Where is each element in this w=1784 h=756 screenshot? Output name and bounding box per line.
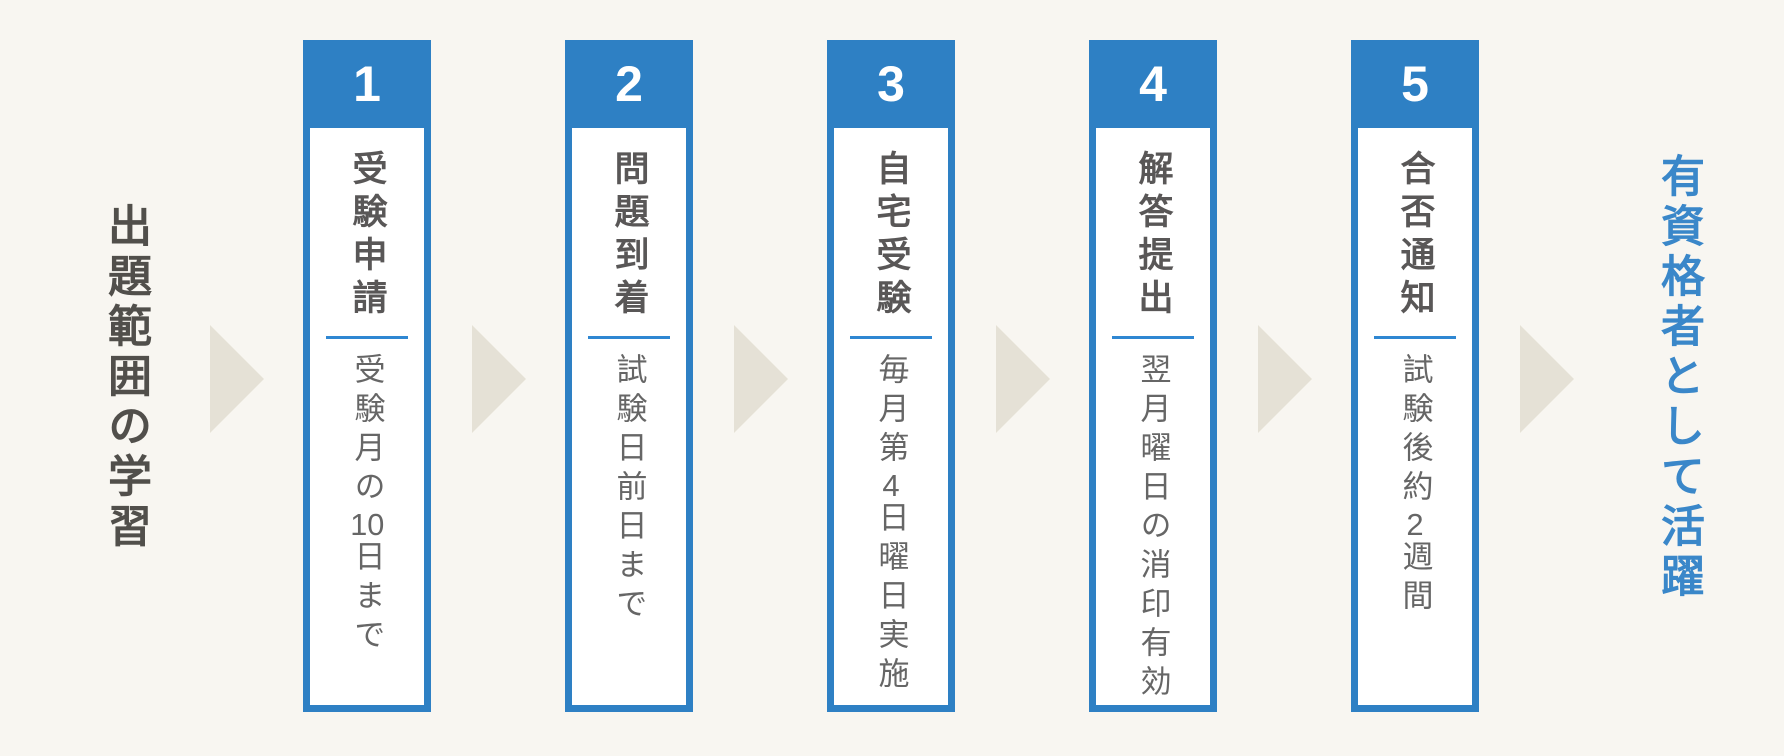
step-number: 1 <box>353 56 381 112</box>
step-title: 受験申請 <box>347 150 387 322</box>
right-arrow-icon <box>1258 325 1312 433</box>
right-arrow-icon <box>472 325 526 433</box>
step-number: 5 <box>1401 56 1429 112</box>
step-title: 解答提出 <box>1133 150 1173 322</box>
step-subtitle: 試験後約2週間 <box>1397 353 1433 618</box>
title-divider <box>326 336 408 339</box>
right-arrow-icon <box>210 325 264 433</box>
step-card-2: 2 問題到着 試験日前日まで <box>565 40 693 712</box>
step-title: 問題到着 <box>609 150 649 322</box>
start-label: 出題範囲の学習 <box>101 203 150 553</box>
step-card-body: 自宅受験 毎月第4日曜日実施 <box>834 128 948 705</box>
step-card-5: 5 合否通知 試験後約2週間 <box>1351 40 1479 712</box>
right-arrow-icon <box>996 325 1050 433</box>
step-number-badge: 3 <box>827 40 955 128</box>
step-card-4: 4 解答提出 翌月曜日の消印有効 <box>1089 40 1217 712</box>
step-subtitle: 試験日前日まで <box>611 353 647 626</box>
right-arrow-icon <box>734 325 788 433</box>
step-number-badge: 2 <box>565 40 693 128</box>
step-number-badge: 1 <box>303 40 431 128</box>
step-subtitle: 毎月第4日曜日実施 <box>873 353 909 696</box>
title-divider <box>1374 336 1456 339</box>
step-subtitle: 受験月の10日まで <box>349 353 385 657</box>
step-card-1: 1 受験申請 受験月の10日まで <box>303 40 431 712</box>
step-title: 自宅受験 <box>871 150 911 322</box>
title-divider <box>1112 336 1194 339</box>
step-card-body: 合否通知 試験後約2週間 <box>1358 128 1472 705</box>
step-card-body: 解答提出 翌月曜日の消印有効 <box>1096 128 1210 705</box>
title-divider <box>850 336 932 339</box>
step-card-body: 問題到着 試験日前日まで <box>572 128 686 705</box>
step-number-badge: 4 <box>1089 40 1217 128</box>
step-card-body: 受験申請 受験月の10日まで <box>310 128 424 705</box>
step-number: 4 <box>1139 56 1167 112</box>
step-number: 3 <box>877 56 905 112</box>
step-title: 合否通知 <box>1395 150 1435 322</box>
title-divider <box>588 336 670 339</box>
step-number-badge: 5 <box>1351 40 1479 128</box>
step-subtitle: 翌月曜日の消印有効 <box>1135 353 1171 704</box>
step-card-3: 3 自宅受験 毎月第4日曜日実施 <box>827 40 955 712</box>
step-number: 2 <box>615 56 643 112</box>
end-label: 有資格者として活躍 <box>1654 153 1703 603</box>
right-arrow-icon <box>1520 325 1574 433</box>
